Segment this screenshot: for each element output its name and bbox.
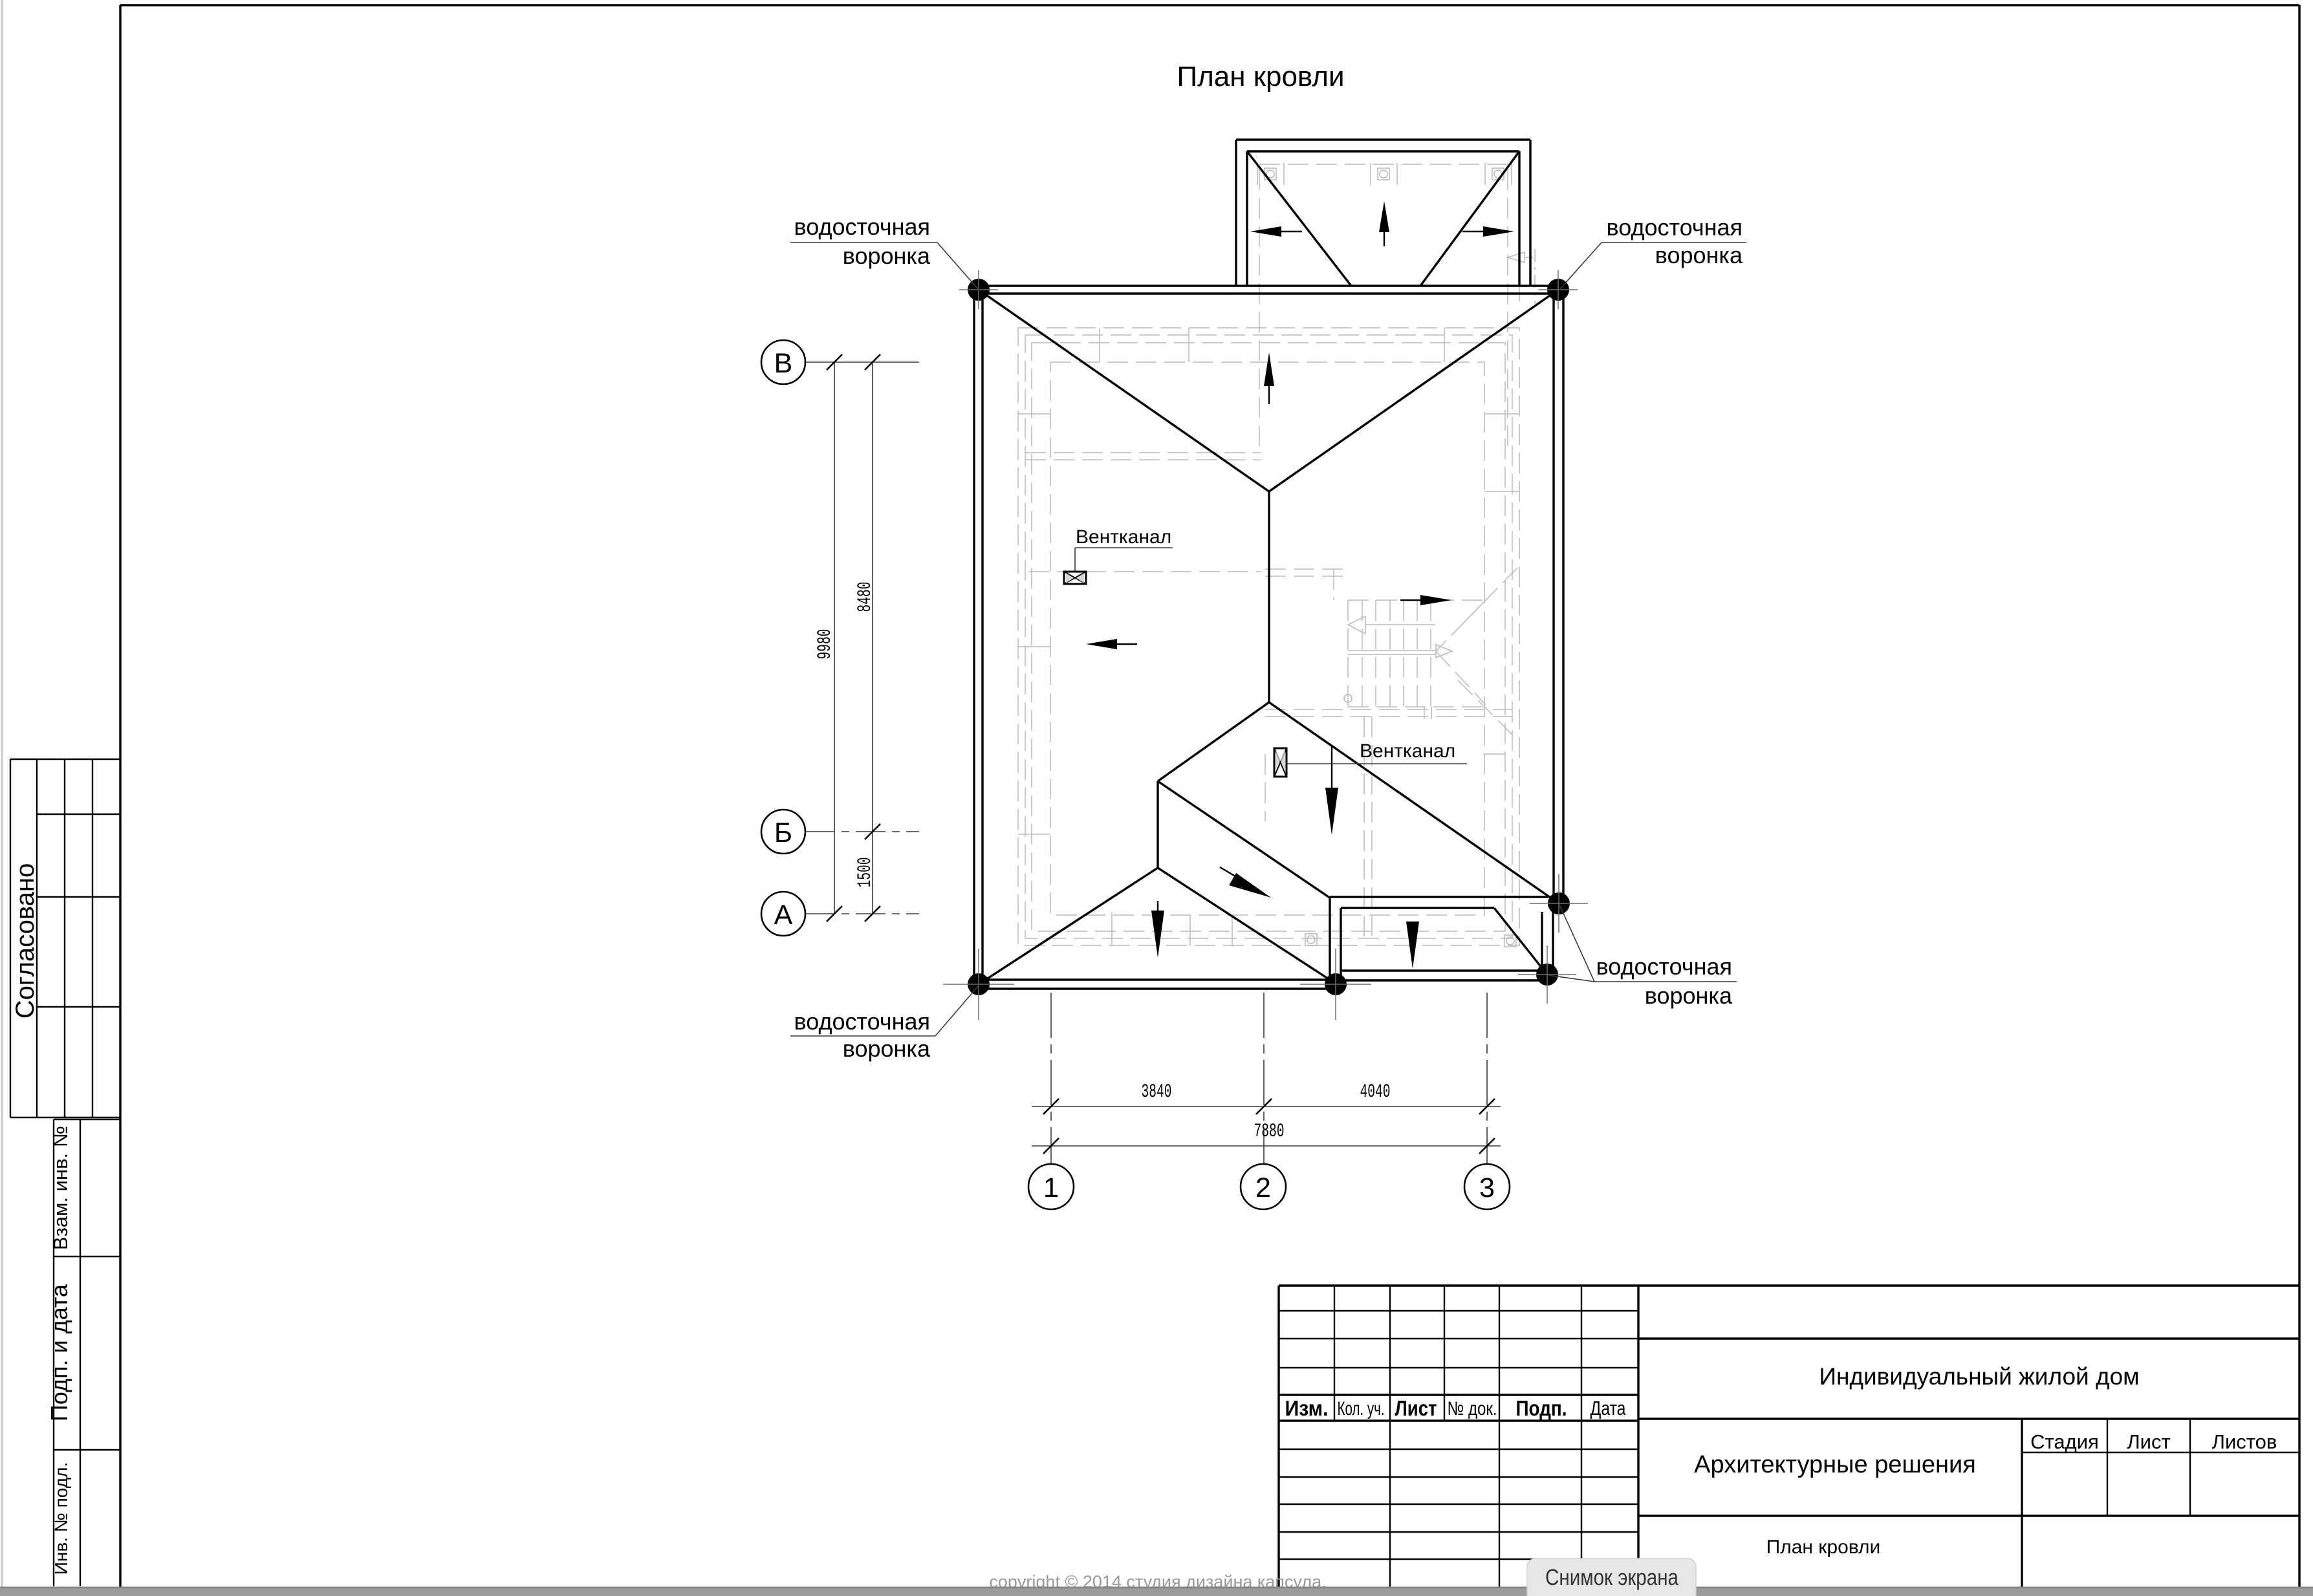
svg-text:Взам. инв. №: Взам. инв. № (49, 1126, 72, 1250)
svg-text:Кол. уч.: Кол. уч. (1338, 1398, 1385, 1419)
svg-text:Подп.: Подп. (1516, 1396, 1567, 1420)
svg-text:воронка: воронка (843, 243, 931, 269)
svg-text:воронка: воронка (1655, 242, 1743, 268)
svg-text:Дата: Дата (1591, 1397, 1627, 1419)
svg-text:№ док.: № док. (1448, 1398, 1497, 1419)
svg-text:Снимок экрана: Снимок экрана (1545, 1565, 1678, 1590)
svg-text:Лист: Лист (1395, 1396, 1437, 1420)
svg-text:водосточная: водосточная (794, 1008, 930, 1035)
svg-text:7880: 7880 (1254, 1121, 1285, 1143)
svg-text:Архитектурные решения: Архитектурные решения (1694, 1451, 1976, 1478)
svg-text:Стадия: Стадия (2030, 1430, 2099, 1453)
svg-text:воронка: воронка (843, 1035, 931, 1062)
svg-text:8480: 8480 (854, 582, 876, 612)
svg-text:4040: 4040 (1360, 1081, 1391, 1103)
svg-text:Б: Б (774, 817, 792, 848)
svg-text:План кровли: План кровли (1177, 61, 1344, 92)
svg-text:9980: 9980 (814, 629, 836, 660)
svg-text:3840: 3840 (1142, 1081, 1172, 1103)
svg-text:План кровли: План кровли (1766, 1537, 1881, 1558)
svg-text:1500: 1500 (854, 857, 876, 888)
svg-text:Вентканал: Вентканал (1360, 740, 1455, 762)
svg-text:А: А (774, 900, 793, 931)
svg-text:Подп. и дата: Подп. и дата (46, 1284, 72, 1421)
svg-text:1: 1 (1043, 1172, 1059, 1203)
svg-text:водосточная: водосточная (1607, 214, 1743, 241)
svg-text:Согласовано: Согласовано (11, 863, 39, 1019)
svg-text:Вентканал: Вентканал (1076, 526, 1171, 548)
svg-text:водосточная: водосточная (1596, 953, 1732, 980)
svg-text:Листов: Листов (2212, 1430, 2277, 1453)
svg-text:Инв. № подл.: Инв. № подл. (51, 1462, 71, 1575)
svg-text:2: 2 (1255, 1172, 1271, 1203)
svg-text:Индивидуальный жилой дом: Индивидуальный жилой дом (1819, 1363, 2139, 1390)
svg-text:3: 3 (1479, 1172, 1495, 1203)
svg-text:В: В (774, 348, 793, 379)
svg-text:Лист: Лист (2127, 1430, 2170, 1453)
svg-text:Изм.: Изм. (1285, 1396, 1329, 1420)
svg-text:водосточная: водосточная (794, 213, 930, 240)
svg-text:воронка: воронка (1645, 982, 1733, 1009)
